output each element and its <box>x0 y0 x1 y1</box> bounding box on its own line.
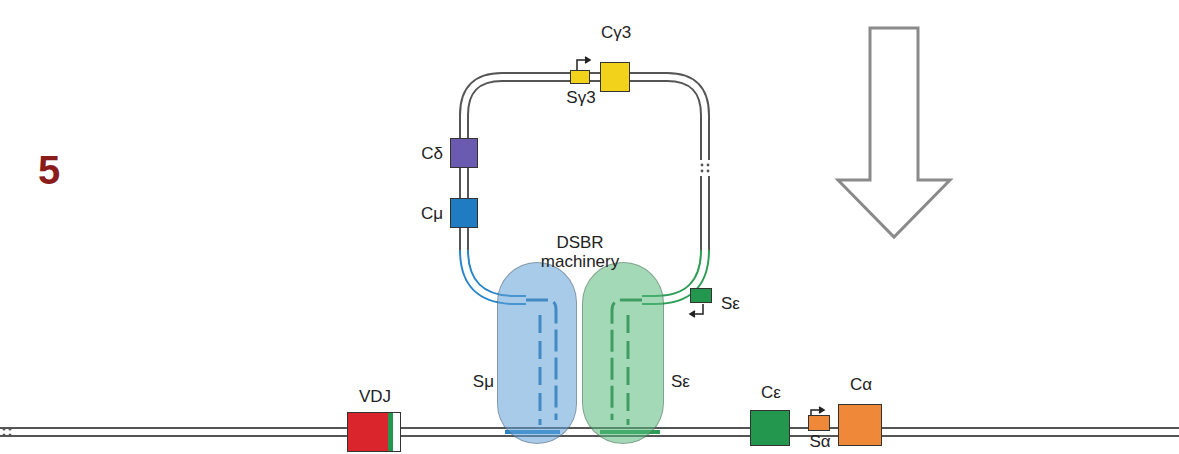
segment-label: Sε <box>721 295 740 314</box>
segment-label: Sμ <box>473 373 494 392</box>
gene-segment-box: Sε <box>690 288 712 303</box>
gene-segment-box: Cδ <box>450 138 478 168</box>
gene-segment-box: Sγ3 <box>570 70 590 84</box>
gene-segment-box: Cε <box>750 410 790 446</box>
segment-label: Sα <box>809 433 830 452</box>
chromosome-line <box>0 432 1179 433</box>
segment-label: VDJ <box>359 388 391 407</box>
dsbr-synapsis: Sμ <box>497 262 577 444</box>
dna-loop <box>464 77 709 300</box>
dsbr-synapsis: Sε <box>582 262 664 444</box>
segment-label: Cγ3 <box>601 24 631 43</box>
callout-number: 5 <box>38 148 60 192</box>
break-dots <box>3 428 12 437</box>
segment-label: Sγ3 <box>566 89 595 108</box>
down-arrow <box>838 28 950 237</box>
segment-label: Sε <box>671 373 690 392</box>
gene-segment-box: VDJ <box>347 412 401 452</box>
segment-label: Cα <box>850 376 872 395</box>
segment-label: Cε <box>761 384 781 403</box>
segment-label: Cμ <box>421 205 443 224</box>
gene-segment-box: Cγ3 <box>600 62 630 92</box>
segment-label: Cδ <box>421 145 443 164</box>
gene-segment-box: Cμ <box>450 198 478 228</box>
gene-segment-box: Sα <box>808 415 830 431</box>
gene-segment-box: Cα <box>838 404 882 446</box>
machinery-label: DSBR machinery <box>520 234 640 271</box>
